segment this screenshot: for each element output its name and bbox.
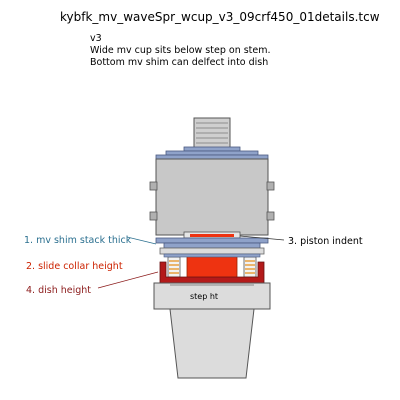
collar-top-shim — [163, 253, 261, 258]
lower-step-body — [153, 282, 271, 310]
leader-dish-height — [97, 271, 159, 289]
piston-body — [155, 158, 269, 236]
wave-spring-left — [167, 256, 181, 278]
body-side-notch-left — [149, 181, 158, 191]
leader-mv-shim — [126, 236, 157, 245]
note-line: v3 — [90, 33, 102, 44]
collar-housing — [159, 247, 265, 255]
body-side-notch-right — [266, 211, 275, 221]
label-mv-shim: 1. mv shim stack thick — [24, 235, 132, 246]
note-line: Bottom mv shim can delfect into dish — [90, 57, 269, 68]
wave-spring-coils-left — [169, 260, 179, 274]
wave-spring-coils-right — [245, 260, 255, 274]
body-side-notch-left — [149, 211, 158, 221]
top-shim-3 — [155, 154, 269, 160]
lower-taper — [169, 308, 255, 379]
mv-shim-1 — [155, 237, 269, 244]
label-piston-indent: 3. piston indent — [288, 236, 363, 247]
page-title: kybfk_mv_waveSpr_wcup_v3_09crf450_01deta… — [60, 10, 380, 24]
wave-spring-right — [243, 256, 257, 278]
note-line: Wide mv cup sits below step on stem. — [90, 45, 271, 56]
top-shim-1 — [183, 146, 241, 152]
slide-collar — [186, 254, 238, 280]
leader-piston-indent — [239, 235, 285, 241]
label-step-ht: step ht — [190, 292, 218, 301]
label-slide-collar: 2. slide collar height — [26, 261, 123, 272]
notes-block: v3 Wide mv cup sits below step on stem. … — [90, 33, 271, 69]
piston-indent-red — [190, 234, 234, 237]
top-shim-2 — [165, 150, 259, 156]
mv-shim-2 — [163, 242, 261, 249]
thread-lines — [196, 122, 228, 144]
label-dish-height: 4. dish height — [26, 285, 91, 296]
body-side-notch-right — [266, 181, 275, 191]
